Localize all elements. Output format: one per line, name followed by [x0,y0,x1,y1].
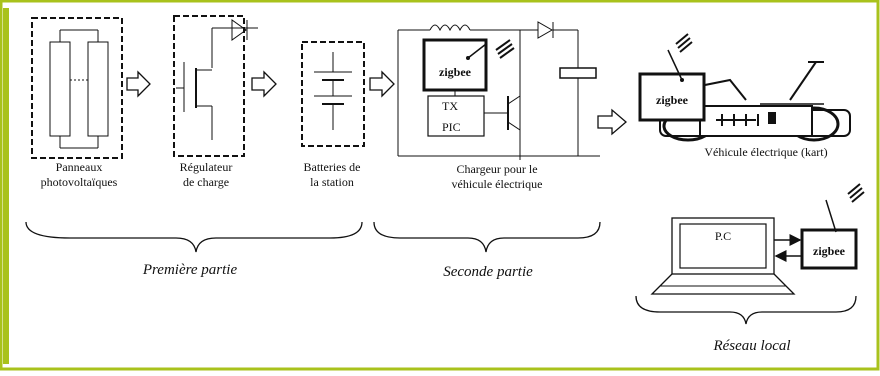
vehicle-zigbee-label: zigbee [656,93,689,107]
antenna-signal-icon [675,33,693,53]
flow-arrow [126,70,151,98]
vehicle-label: Véhicule électrique (kart) [704,145,827,159]
pc-label: P.C [715,229,731,243]
tx-label: TX [442,99,458,113]
laptop-pc-drawing [650,217,796,295]
vehicle-zigbee-module [638,72,706,122]
regulator-label-line2: de charge [183,175,229,189]
charger-block [397,21,600,160]
regulator-label-line1: Régulateur [180,160,233,174]
panels-label-line2: photovoltaïques [41,175,118,189]
pic-label: PIC [442,120,461,134]
charger-zigbee-label: zigbee [439,65,472,79]
flow-arrow [597,108,627,136]
batteries-block [301,41,365,147]
second-part-caption: Seconde partie [443,264,533,280]
batteries-label-line2: la station [310,175,354,189]
pc-zigbee-module [800,228,858,270]
regulator-block [173,15,258,157]
solar-panels-block [31,17,123,159]
local-network-brace [635,295,857,325]
flow-arrow [369,70,395,98]
antenna-signal-icon [495,39,515,59]
charger-zigbee-module [422,38,488,92]
charger-label-line1: Chargeur pour le [456,162,537,176]
tx-pic-module [427,95,485,137]
local-network-caption: Réseau local [712,338,790,354]
charger-label-line2: véhicule électrique [452,177,543,191]
flow-arrow [251,70,277,98]
first-part-caption: Première partie [142,262,238,278]
vehicle-kart-drawing [659,61,851,142]
pc-zigbee-label: zigbee [813,244,846,258]
first-part-brace [25,221,363,253]
panels-label-line1: Panneaux [56,160,103,174]
second-part-brace [373,221,601,253]
batteries-label-line1: Batteries de [304,160,361,174]
antenna-signal-icon [847,183,865,203]
